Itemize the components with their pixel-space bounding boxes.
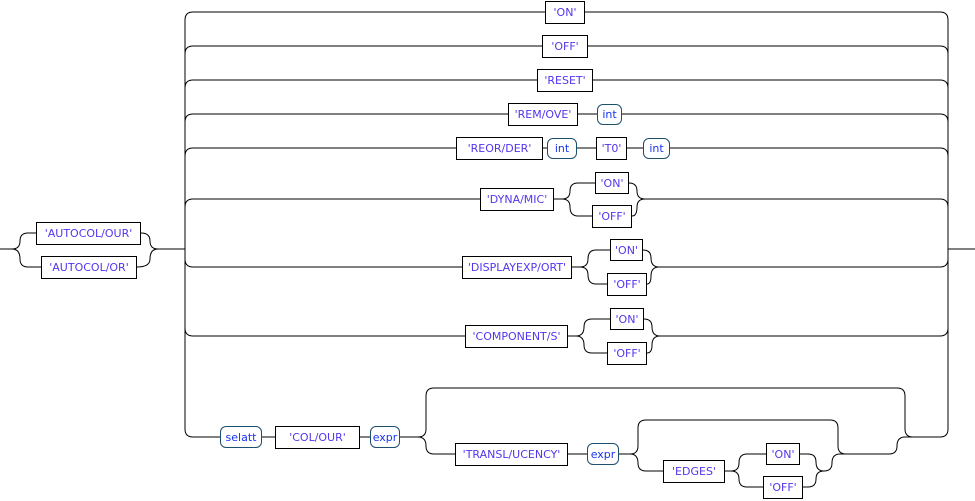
variable-int-1: int <box>597 104 622 125</box>
literal-t0: 'T0' <box>596 137 627 160</box>
literal-displayexport: 'DISPLAYEXP/ORT' <box>462 256 572 279</box>
variable-int-2: int <box>547 138 577 159</box>
literal-reorder: 'REOR/DER' <box>456 137 543 160</box>
literal-on-3: 'ON' <box>610 239 643 261</box>
literal-on-1: 'ON' <box>545 1 585 24</box>
literal-reset: 'RESET' <box>537 69 593 92</box>
variable-expr-1: expr <box>370 426 400 448</box>
literal-colour: 'COL/OUR' <box>275 426 360 449</box>
literal-off-2: 'OFF' <box>592 205 632 228</box>
literal-off-5: 'OFF' <box>763 476 803 499</box>
literal-autocol-or: 'AUTOCOL/OR' <box>41 256 137 279</box>
literal-on-5: 'ON' <box>766 443 800 465</box>
literal-off-1: 'OFF' <box>542 35 588 58</box>
literal-off-3: 'OFF' <box>607 273 647 296</box>
literal-edges: 'EDGES' <box>663 460 725 483</box>
literal-autocol-our: 'AUTOCOL/OUR' <box>36 222 141 245</box>
literal-on-4: 'ON' <box>610 308 644 330</box>
literal-remove: 'REM/OVE' <box>508 103 578 126</box>
literal-on-2: 'ON' <box>595 172 629 194</box>
variable-expr-2: expr <box>587 443 619 465</box>
literal-components: 'COMPONENT/S' <box>465 325 568 348</box>
literal-dynamic: 'DYNA/MIC' <box>480 188 554 211</box>
variable-int-3: int <box>643 138 670 159</box>
literal-off-4: 'OFF' <box>607 342 647 365</box>
variable-selatt: selatt <box>220 426 262 448</box>
literal-translucency: 'TRANSL/UCENCY' <box>455 443 568 466</box>
